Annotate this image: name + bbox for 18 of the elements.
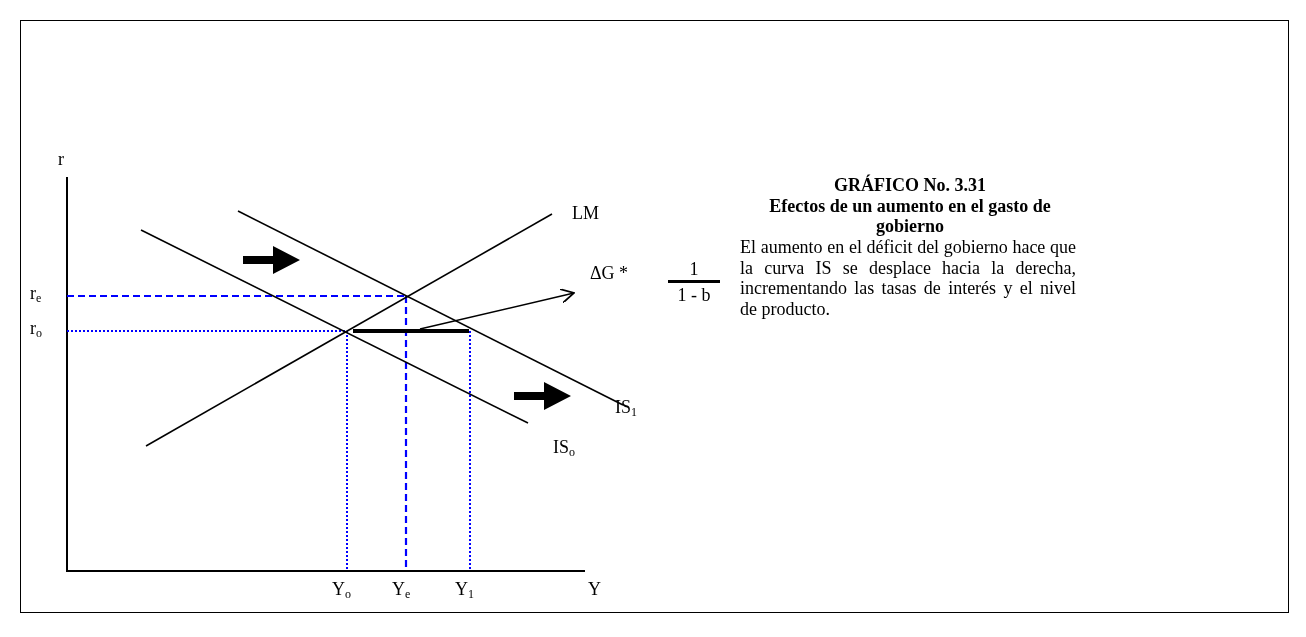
- axis-label: Y$_{e}$: [392, 580, 411, 602]
- curve-label: LM: [572, 204, 599, 224]
- shift-segment: [353, 329, 469, 333]
- chart-caption: El aumento en el déficit del gobierno hace que la curva IS se desplace hacia la derecha, incrementando las tasas de interés y el nivel de producto.: [740, 237, 1076, 320]
- axis-label: r$_{o}$: [30, 319, 42, 341]
- fraction-denominator: 1 - b: [676, 286, 712, 306]
- chart-title: GRÁFICO No. 3.31: [833, 176, 987, 196]
- fraction-numerator: 1: [668, 260, 720, 283]
- axis-label: r$_{e}$: [30, 284, 42, 306]
- axis-label: Y: [588, 580, 601, 600]
- axis-label: Y$_{1}$: [455, 580, 474, 602]
- chart-subtitle: Efectos de un aumento en el gasto de gobierno: [768, 197, 1052, 237]
- curve-label: IS$_{1}$: [615, 398, 637, 420]
- axis-label: r: [58, 150, 64, 170]
- curve-label: IS$_{o}$: [553, 438, 575, 460]
- formula-text: ΔG *: [590, 264, 629, 284]
- arrow: [419, 288, 575, 330]
- axis-label: Y$_{o}$: [332, 580, 351, 602]
